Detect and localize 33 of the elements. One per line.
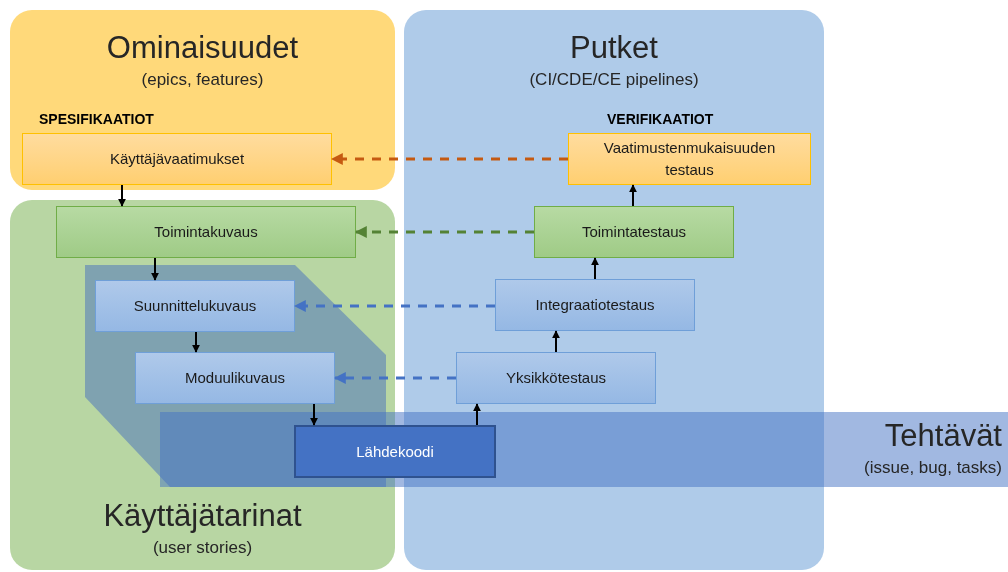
panel-title: Käyttäjätarinat: [103, 497, 302, 535]
arrow: [192, 331, 200, 353]
panel-subtitle: (CI/CDE/CE pipelines): [529, 69, 699, 91]
arrow: [333, 372, 456, 384]
arrow: [310, 403, 318, 426]
panel-title: Ominaisuudet: [106, 29, 299, 67]
process-box: Lähdekoodi: [294, 425, 496, 478]
panel-subtitle: (issue, bug, tasks): [864, 457, 1002, 479]
arrow: [151, 257, 159, 281]
process-box: Integraatiotestaus: [495, 279, 695, 331]
process-box: Suunnittelukuvaus: [95, 280, 295, 332]
process-box: Moduulikuvaus: [135, 352, 335, 404]
panel-subtitle: (epics, features): [141, 69, 264, 91]
group-panel: [10, 10, 395, 190]
process-box: Käyttäjävaatimukset: [22, 133, 332, 185]
task-band: [160, 412, 1008, 487]
panel-title: Putket: [570, 29, 658, 67]
arrow: [293, 300, 495, 312]
arrow: [118, 184, 126, 207]
arrow: [354, 226, 534, 238]
process-box: Toimintakuvaus: [56, 206, 356, 258]
panel-title: Tehtävät: [884, 417, 1002, 455]
section-heading: SPESIFIKAATIOT: [39, 110, 154, 128]
section-heading: VERIFIKAATIOT: [607, 110, 714, 128]
arrow: [330, 153, 568, 165]
process-box: Vaatimustenmukaisuuden testaus: [568, 133, 811, 185]
arrow: [473, 403, 481, 426]
process-box: Yksikkötestaus: [456, 352, 656, 404]
arrow: [591, 257, 599, 280]
process-box: Toimintatestaus: [534, 206, 734, 258]
panel-subtitle: (user stories): [152, 537, 253, 559]
arrow: [552, 330, 560, 353]
arrow: [629, 184, 637, 207]
